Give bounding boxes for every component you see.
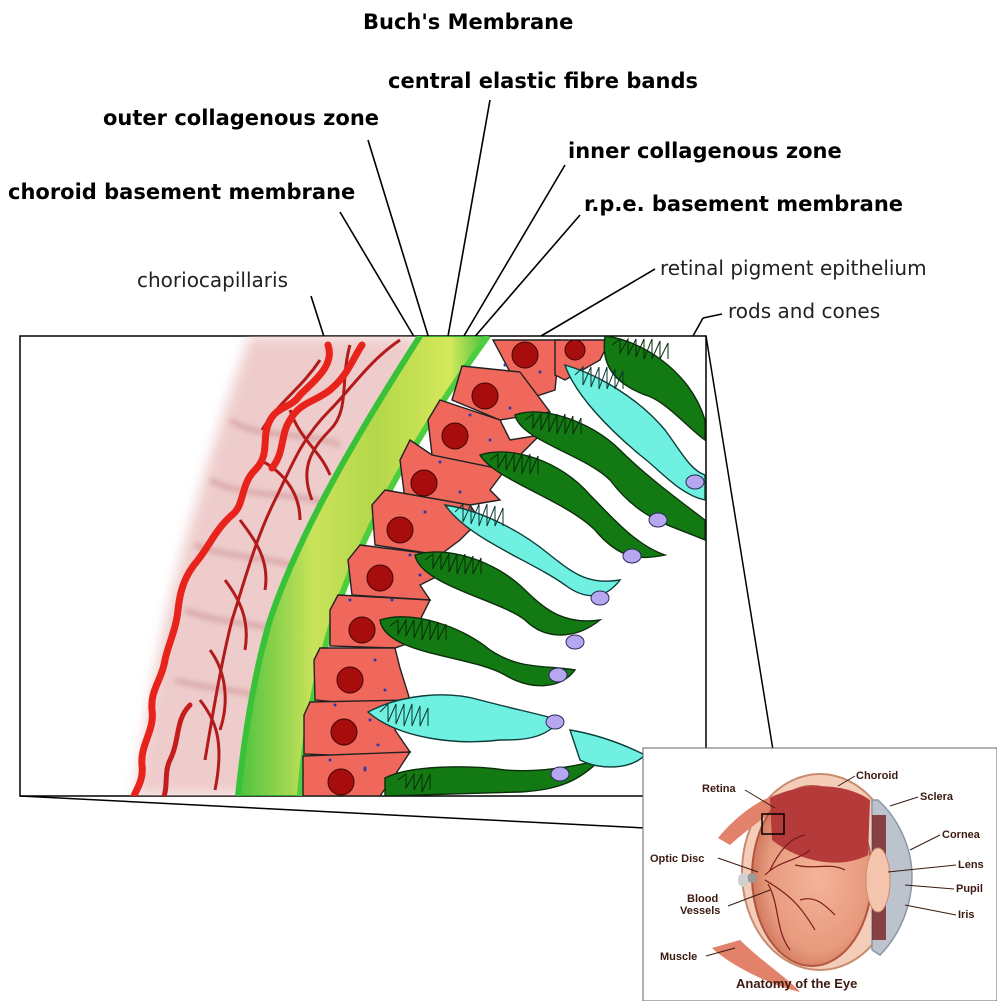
eye-anatomy-inset: Retina Choroid Sclera Cornea Lens Pupil …: [643, 748, 997, 1001]
inset-label-vessels: Vessels: [680, 905, 720, 917]
inset-label-muscle: Muscle: [660, 951, 697, 963]
label-choriocapillaris: choriocapillaris: [137, 268, 288, 292]
inset-label-choroid: Choroid: [856, 770, 898, 782]
label-choroid-basement: choroid basement membrane: [8, 180, 355, 204]
inset-label-sclera: Sclera: [920, 791, 954, 803]
label-rods-cones: rods and cones: [728, 299, 880, 323]
label-retinal-pigment: retinal pigment epithelium: [660, 256, 927, 280]
label-central-elastic: central elastic fibre bands: [388, 69, 698, 93]
inset-label-cornea: Cornea: [942, 829, 981, 841]
label-rpe-basement: r.p.e. basement membrane: [584, 192, 903, 216]
inset-label-lens: Lens: [958, 859, 984, 871]
inset-label-blood: Blood: [687, 893, 718, 905]
inset-label-iris: Iris: [958, 909, 975, 921]
magnified-panel: [20, 336, 706, 796]
diagram-title: Buch's Membrane: [363, 10, 573, 34]
inset-label-optic-disc: Optic Disc: [650, 853, 704, 865]
inset-label-pupil: Pupil: [956, 883, 983, 895]
inset-title: Anatomy of the Eye: [736, 976, 857, 991]
inset-label-retina: Retina: [702, 783, 737, 795]
label-inner-collagenous: inner collagenous zone: [568, 139, 842, 163]
label-outer-collagenous: outer collagenous zone: [103, 106, 379, 130]
